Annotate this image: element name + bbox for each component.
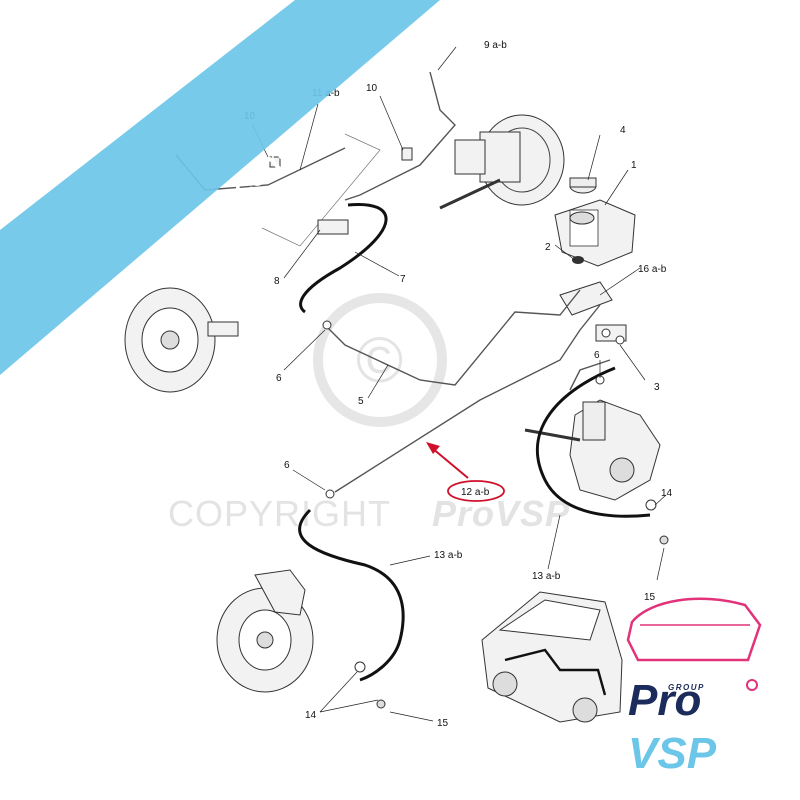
front-hub-left <box>124 287 239 393</box>
callout-14b: 14 <box>305 710 317 721</box>
callout-6b: 6 <box>284 460 290 471</box>
brake-booster <box>439 114 565 210</box>
logo-line2: VSP <box>628 729 717 778</box>
callout-3: 3 <box>654 382 660 393</box>
copyright-symbol: © <box>356 324 403 396</box>
brake-pipe-5 <box>324 289 581 386</box>
callout-12: 12 a-b <box>461 487 490 498</box>
callout-14a: 14 <box>661 488 673 499</box>
callout-9: 9 a-b <box>484 40 507 51</box>
reservoir-cap <box>569 177 597 194</box>
callout-15b: 15 <box>437 718 449 729</box>
callout-10b: 10 <box>366 83 378 94</box>
highlight-12 <box>426 442 505 502</box>
master-cylinder <box>554 199 636 267</box>
brake-pipe-12 <box>334 304 601 493</box>
callout-16: 16 a-b <box>638 264 667 275</box>
bolt-15a <box>659 535 669 545</box>
pipe-frame-upper <box>261 133 381 247</box>
front-caliper-right <box>524 399 661 501</box>
brake-hose-13-front <box>535 366 651 518</box>
washer-14a <box>645 499 657 511</box>
logo-group-text: GROUP <box>668 683 705 692</box>
callout-7: 7 <box>400 274 406 285</box>
callout-8: 8 <box>274 276 280 287</box>
rear-hub <box>216 569 314 693</box>
callout-4: 4 <box>620 125 626 136</box>
callout-labels: 1 2 3 4 5 6 6 6 7 8 9 a-b 10 10 11 a-b 1… <box>244 40 673 729</box>
fittings <box>269 147 669 709</box>
callout-2: 2 <box>545 242 551 253</box>
clip-10a <box>269 156 281 168</box>
brake-pipe-9 <box>344 71 456 201</box>
copyright-text: COPYRIGHT <box>168 493 391 534</box>
bolt-15b <box>376 699 386 709</box>
washer-14b <box>354 661 366 673</box>
provsp-logo: GROUP Pro VSP <box>626 597 762 778</box>
callout-6a: 6 <box>276 373 282 384</box>
logo-line1: Pro <box>628 676 701 725</box>
flexible-hoses <box>298 202 651 682</box>
copyright-brand: ProVSP <box>432 493 570 534</box>
callout-1: 1 <box>631 160 637 171</box>
clip-10b <box>401 147 413 161</box>
callout-13a: 13 a-b <box>434 550 463 561</box>
seal-2 <box>572 256 584 264</box>
car-outline-icon <box>626 597 762 662</box>
washer-6b <box>325 489 335 499</box>
brake-junction-block <box>559 281 627 345</box>
brake-pipe-right <box>569 359 611 391</box>
union-8 <box>317 219 349 235</box>
callout-5: 5 <box>358 396 364 407</box>
washer-6a <box>322 320 332 330</box>
callout-15a: 15 <box>644 592 656 603</box>
brake-hose-7 <box>299 202 388 314</box>
callout-13b: 13 a-b <box>532 571 561 582</box>
copyright-watermark: © COPYRIGHT ProVSP <box>168 293 570 534</box>
brake-hose-13-rear <box>298 508 405 682</box>
callout-6c: 6 <box>594 350 600 361</box>
car-thumbnail <box>481 591 623 723</box>
